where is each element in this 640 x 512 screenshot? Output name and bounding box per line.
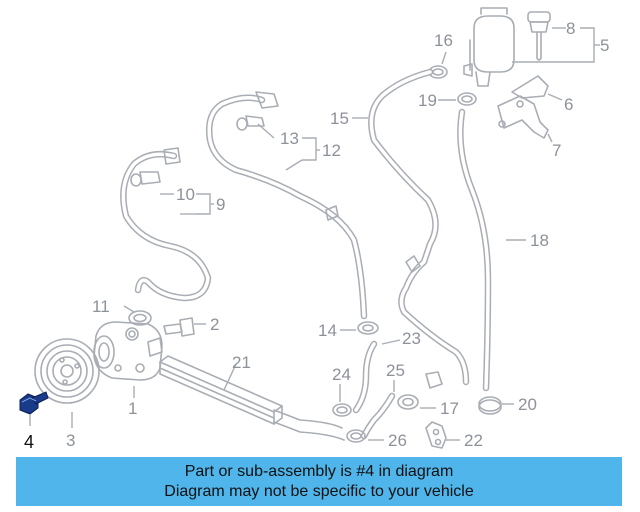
callout-3: 3 <box>66 431 75 450</box>
callout-12: 12 <box>322 141 341 160</box>
hose-clamp-14 <box>357 321 379 335</box>
o-ring-11 <box>128 310 152 326</box>
callout-13: 13 <box>280 129 299 148</box>
callout-16: 16 <box>434 31 453 50</box>
callout-6: 6 <box>564 95 573 114</box>
bracket-22 <box>425 421 447 449</box>
pressure-line-9 <box>120 147 212 302</box>
hose-clamp-24 <box>332 403 352 417</box>
callout-10: 10 <box>176 185 195 204</box>
hose-clamp-19 <box>457 92 477 106</box>
hose-clamp-26 <box>346 429 366 443</box>
banner-line-disclaimer: Diagram may not be specific to your vehi… <box>164 482 474 500</box>
cap-20 <box>478 396 502 415</box>
suction-hose-18 <box>457 108 492 392</box>
hose-23 <box>352 340 378 414</box>
callout-2: 2 <box>210 315 219 334</box>
callout-21: 21 <box>232 353 251 372</box>
callout-5: 5 <box>600 36 609 55</box>
bolt-4-highlighted[interactable] <box>19 391 49 415</box>
callout-19: 19 <box>418 91 437 110</box>
hose-clamp-17 <box>397 394 419 410</box>
pump-pulley <box>34 338 100 404</box>
callout-labels: 1 2 3 4 5 6 7 8 9 10 11 12 13 14 15 16 1… <box>24 19 609 452</box>
return-hose-15 <box>368 68 470 386</box>
pipe-fitting <box>425 371 443 389</box>
reservoir-cap <box>527 11 551 61</box>
reservoir-assembly <box>463 7 515 87</box>
callout-23: 23 <box>402 329 421 348</box>
callout-14: 14 <box>318 321 337 340</box>
callout-18: 18 <box>530 231 549 250</box>
callout-15: 15 <box>330 109 349 128</box>
callout-17: 17 <box>440 399 459 418</box>
callout-25: 25 <box>386 361 405 380</box>
callout-24: 24 <box>332 365 351 384</box>
callout-22: 22 <box>464 431 483 450</box>
callout-20: 20 <box>518 395 537 414</box>
callout-11: 11 <box>92 297 110 316</box>
callout-4-highlighted[interactable]: 4 <box>24 432 34 452</box>
leader-lines <box>29 27 600 441</box>
callout-7: 7 <box>552 141 561 160</box>
banner-line-part-number: Part or sub-assembly is #4 in diagram <box>184 462 454 480</box>
hose-25 <box>360 392 396 440</box>
oil-cooler <box>159 355 345 441</box>
reservoir-bracket <box>497 75 549 139</box>
info-banner: Part or sub-assembly is #4 in diagram Di… <box>16 457 622 506</box>
callout-9: 9 <box>216 195 225 214</box>
callout-8: 8 <box>566 19 575 38</box>
callout-26: 26 <box>388 431 407 450</box>
power-steering-pump <box>93 321 163 381</box>
callout-1: 1 <box>128 399 137 418</box>
parts-diagram: 1 2 3 4 5 6 7 8 9 10 11 12 13 14 15 16 1… <box>19 7 609 452</box>
pressure-line-12 <box>206 91 368 320</box>
bolt-2 <box>163 317 195 337</box>
